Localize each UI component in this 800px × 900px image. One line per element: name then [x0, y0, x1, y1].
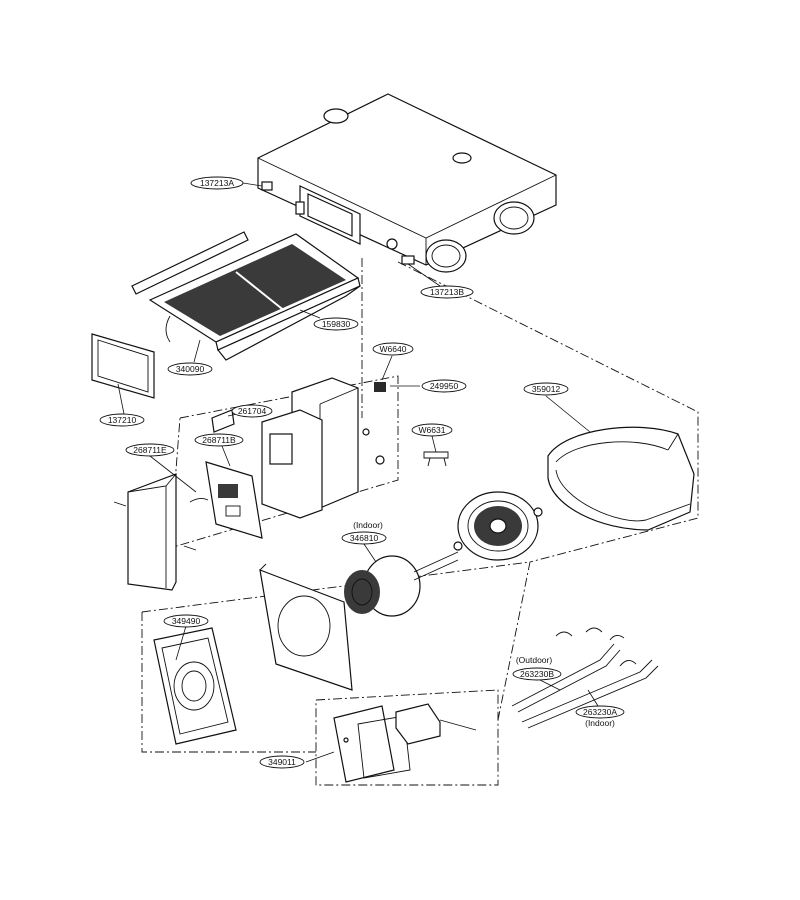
note-indoor-wire: (Indoor) [585, 718, 615, 728]
clip [423, 451, 449, 467]
callout-137213A-text: 137213A [200, 178, 234, 188]
wire-harness [511, 627, 659, 729]
fan-control-board [333, 703, 477, 783]
scroll-housing [547, 426, 695, 531]
leader-lines [117, 182, 599, 763]
callout-137210: 137210 [99, 413, 145, 427]
callout-263230A-text: 263230A [583, 707, 617, 717]
pcb-board [189, 461, 263, 539]
note-outdoor: (Outdoor) [516, 655, 553, 665]
callout-261704-text: 261704 [238, 406, 267, 416]
callout-263230A: 263230A (Indoor) [575, 705, 625, 728]
callout-359012: 359012 [523, 382, 569, 396]
callout-340090-text: 340090 [176, 364, 205, 374]
filter-assembly [131, 231, 361, 361]
callout-137213A: 137213A [190, 176, 244, 190]
callout-268711B: 268711B [194, 433, 244, 447]
callout-137210-text: 137210 [108, 415, 137, 425]
terminal-block [374, 382, 386, 392]
callout-W6631: W6631 [411, 423, 453, 437]
callout-249950: 249950 [421, 379, 467, 393]
callout-346810-text: 346810 [350, 533, 379, 543]
motor-bracket [259, 563, 353, 691]
callout-137213B: 137213B [420, 285, 474, 299]
control-box [211, 377, 385, 519]
callout-268711E: 268711E [125, 443, 175, 457]
callout-W6631-text: W6631 [419, 425, 446, 435]
callout-349490: 349490 [163, 614, 209, 628]
callout-349011-text: 349011 [268, 757, 296, 767]
callout-268711B-text: 268711B [202, 435, 236, 445]
callout-W6640-text: W6640 [380, 344, 407, 354]
main-housing [257, 93, 557, 273]
blower-wheel [453, 491, 543, 561]
callout-263230B: (Outdoor) 263230B [512, 655, 562, 681]
callout-W6640: W6640 [372, 342, 414, 356]
callout-159830-text: 159830 [322, 319, 351, 329]
cover-panel [113, 473, 197, 591]
orifice-plate [153, 627, 237, 745]
callout-268711E-text: 268711E [133, 445, 167, 455]
callout-359012-text: 359012 [532, 384, 561, 394]
callout-340090: 340090 [167, 362, 213, 376]
callout-137213B-text: 137213B [430, 287, 464, 297]
callout-349490-text: 349490 [172, 616, 201, 626]
fan-motor [344, 551, 459, 617]
callout-261704: 261704 [231, 404, 273, 418]
callout-159830: 159830 [313, 317, 359, 331]
callout-249950-text: 249950 [430, 381, 459, 391]
callout-263230B-text: 263230B [520, 669, 554, 679]
callout-349011: 349011 [259, 755, 305, 769]
side-panel [91, 333, 155, 399]
callout-346810: (Indoor) 346810 [341, 520, 387, 545]
note-indoor-motor: (Indoor) [353, 520, 383, 530]
